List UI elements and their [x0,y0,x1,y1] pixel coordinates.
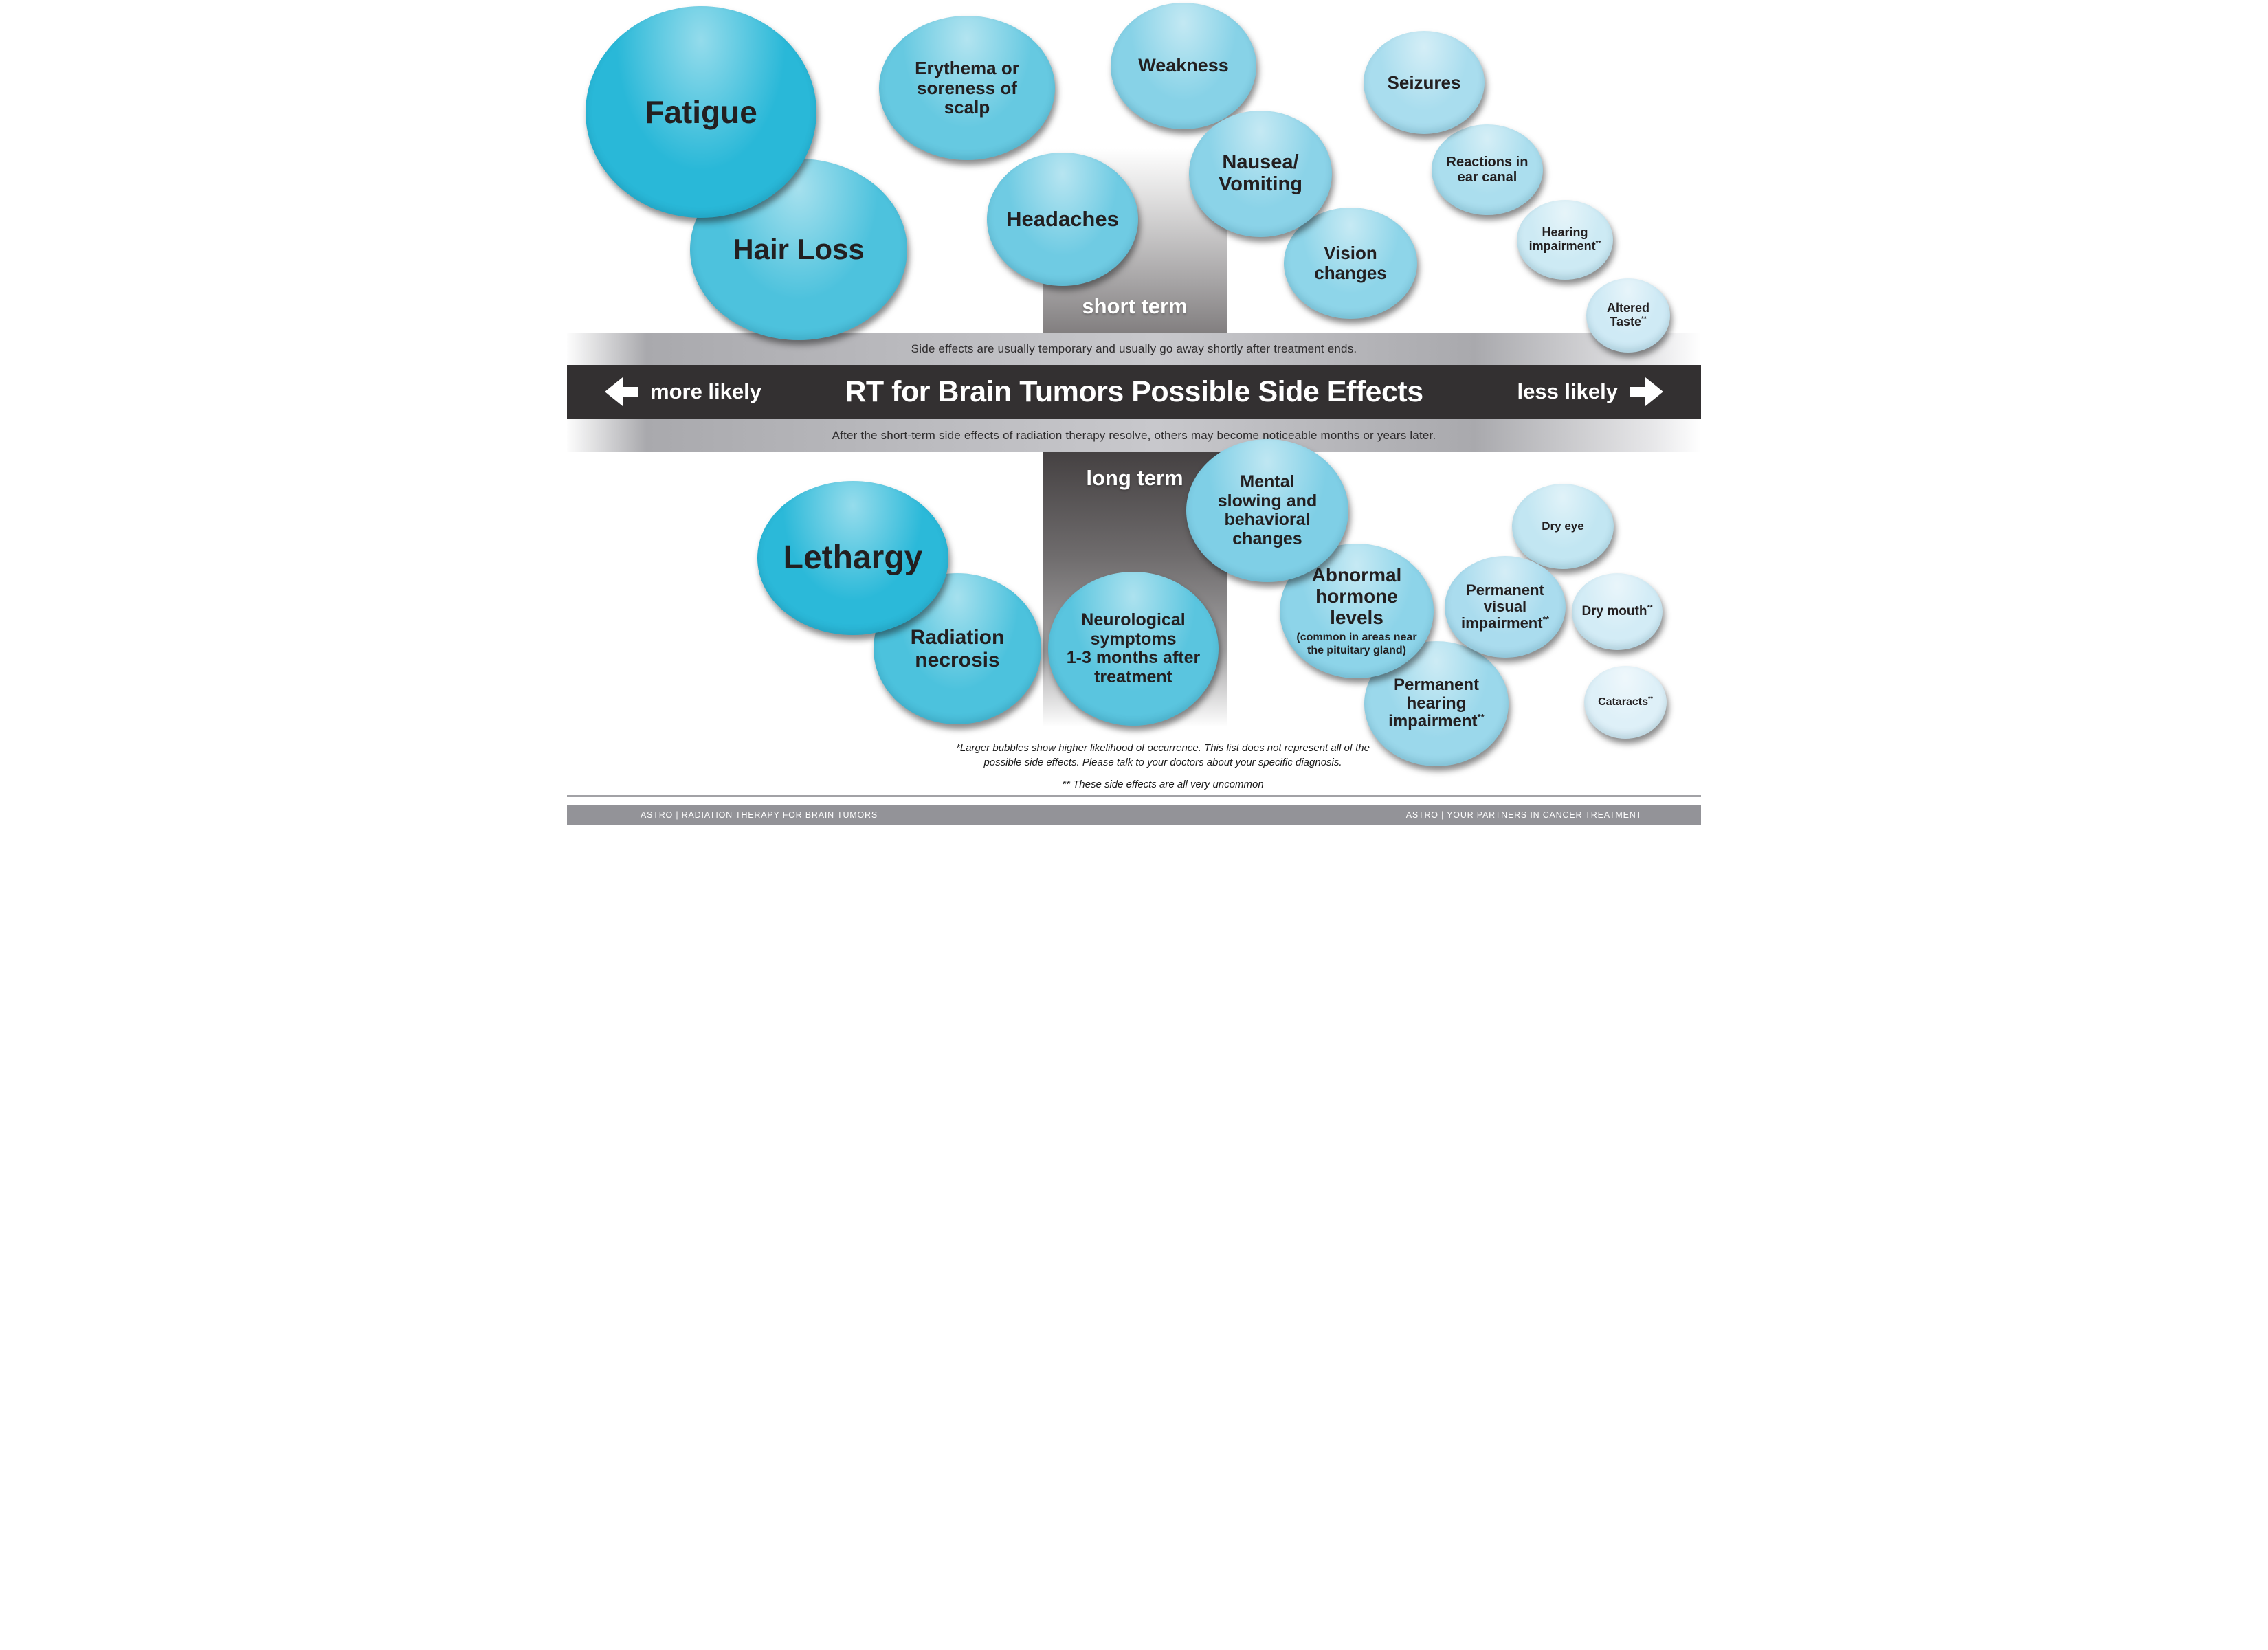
more-likely-label: more likely [650,379,761,403]
bubble-label: Hair Loss [733,232,865,265]
long-term-label: long term [1086,466,1183,490]
infographic-canvas: short term long term Side effects are us… [567,0,1701,825]
short-term-note: Side effects are usually temporary and u… [911,342,1357,355]
less-likely-label: less likely [1517,379,1618,403]
right-arrow-icon [1630,377,1663,406]
title-banner: RT for Brain Tumors Possible Side Effect… [567,365,1701,419]
bubble-label: Weakness [1138,55,1229,76]
footnote-uncommon: ** These side effects are all very uncom… [1062,779,1264,790]
less-likely-group: less likely [1517,365,1663,419]
footer-divider [567,795,1701,797]
bubble-fatigue: Fatigue [586,6,816,218]
bubble-label: Dry eye [1542,519,1584,533]
bubble-label: Dry mouth** [1581,603,1653,618]
bubble-seizures: Seizures [1364,31,1485,134]
footnotes: *Larger bubbles show higher likelihood o… [888,741,1438,801]
bubble-dry-eye: Dry eye [1512,484,1614,569]
bottom-note-strip: After the short-term side effects of rad… [567,419,1701,452]
footer-right-text: ASTRO | YOUR PARTNERS IN CANCER TREATMEN… [1405,810,1642,820]
top-note-strip: Side effects are usually temporary and u… [567,333,1701,365]
footer-bar: ASTRO | RADIATION THERAPY FOR BRAIN TUMO… [567,805,1701,825]
bubble-label: Seizures [1387,71,1461,93]
short-term-label: short term [1082,294,1188,318]
bubble-dry-mouth: Dry mouth** [1572,573,1663,650]
bubble-headaches: Headaches [987,153,1138,286]
bubble-label: Nausea/Vomiting [1219,151,1302,195]
footnote-likelihood: *Larger bubbles show higher likelihood o… [955,742,1370,768]
bubble-lethargy: Lethargy [757,481,948,635]
bubble-label: Fatigue [645,93,757,130]
more-likely-group: more likely [605,365,761,419]
page-title: RT for Brain Tumors Possible Side Effect… [845,375,1423,408]
bubble-label: Lethargy [783,539,923,576]
bubble-cataracts: Cataracts** [1584,666,1667,739]
bubble-nausea-vomiting: Nausea/Vomiting [1189,111,1332,237]
bubble-label: Cataracts** [1598,695,1653,709]
bubble-weakness: Weakness [1111,3,1256,129]
long-term-note: After the short-term side effects of rad… [832,428,1436,442]
footer-left-text: ASTRO | RADIATION THERAPY FOR BRAIN TUMO… [641,810,878,820]
bubble-label: Headaches [1006,206,1119,231]
left-arrow-icon [605,377,638,406]
